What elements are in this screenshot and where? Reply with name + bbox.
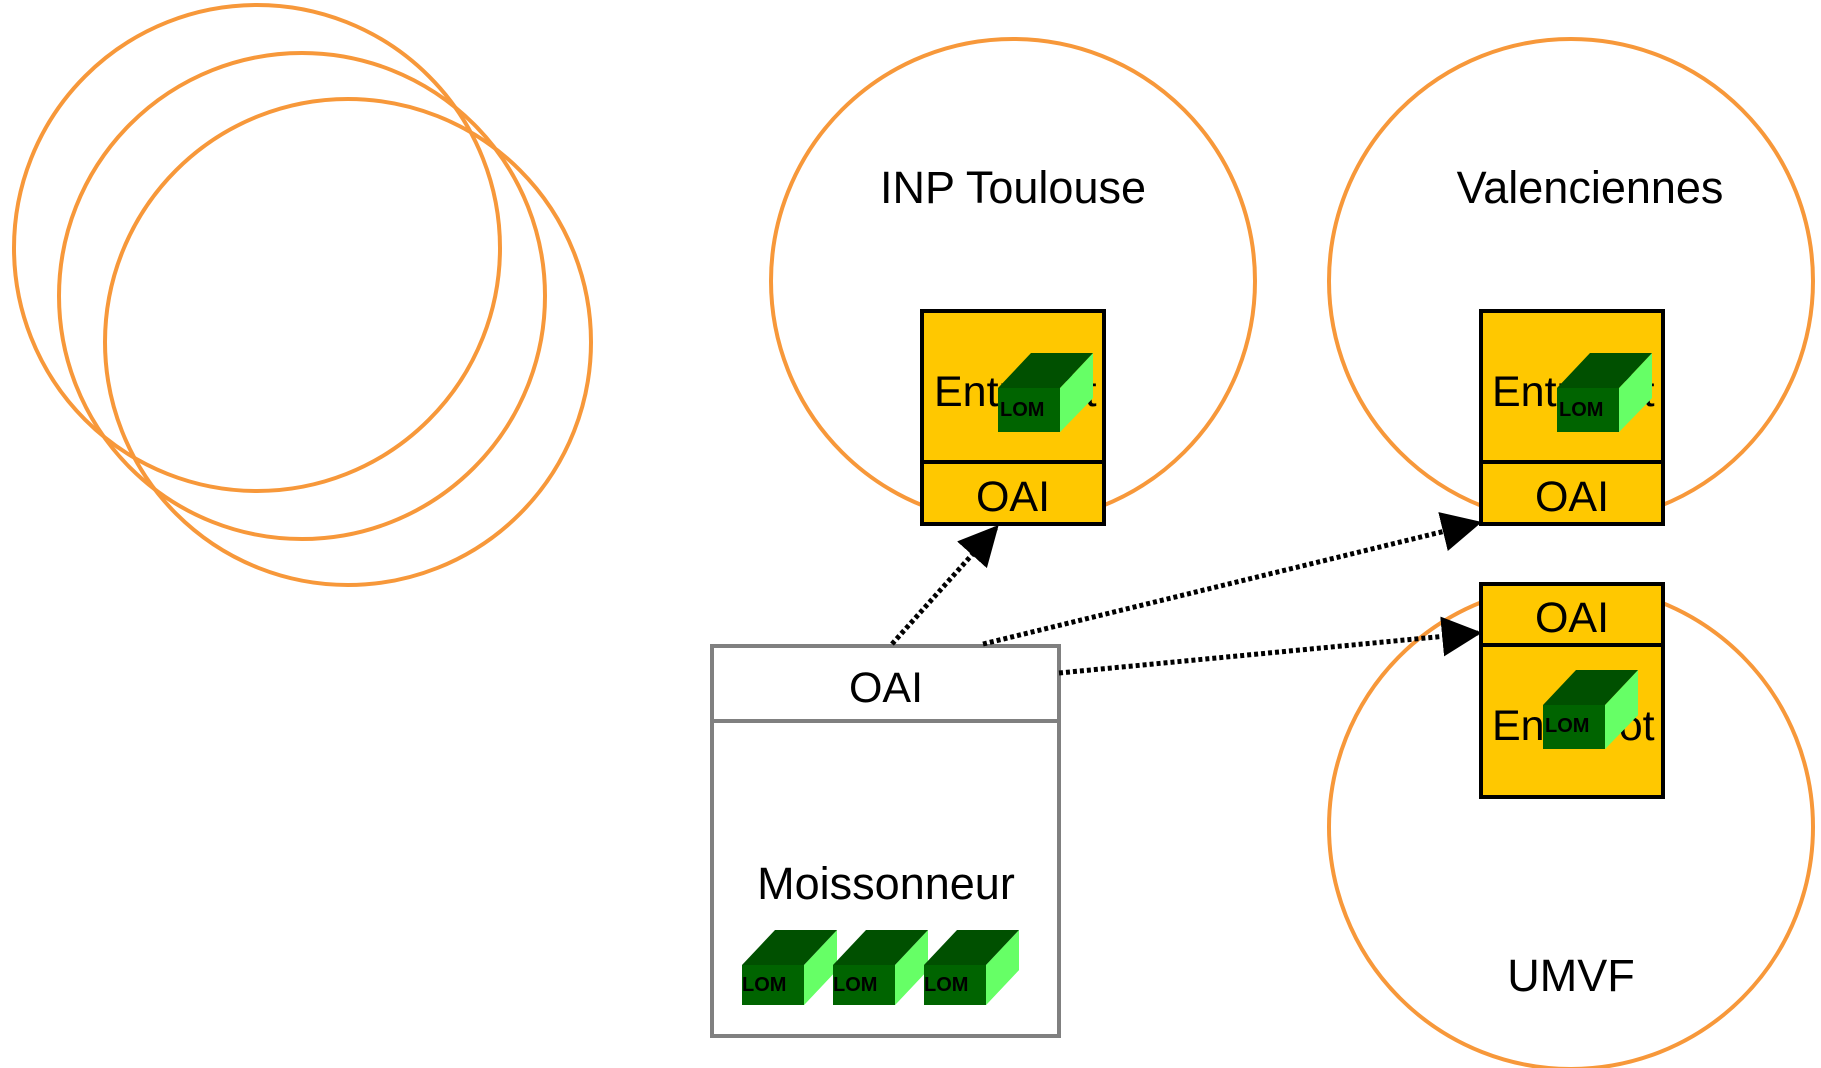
warehouse-inp-toulouse: Entrepôt OAI LOM (920, 309, 1106, 526)
lom-cube: LOM (1557, 353, 1652, 432)
lom-cube: LOM (1543, 670, 1638, 749)
harvester-title: Moissonneur (757, 858, 1015, 909)
harvester-oai-label: OAI (849, 664, 923, 712)
arrow-to-inp-toulouse (890, 525, 999, 646)
warehouse-umvf: OAI Entrepôt LOM (1479, 582, 1665, 799)
cube-label: LOM (1000, 399, 1044, 421)
site-name-inp-toulouse: INP Toulouse (880, 162, 1146, 213)
deco-circle-1 (12, 3, 502, 493)
arrow-to-umvf (1058, 616, 1482, 676)
deco-circle-2 (57, 51, 547, 541)
deco-circle-3 (103, 97, 593, 587)
harvester-box: OAI Moissonneur LOM LOM LOM (710, 644, 1061, 1038)
cube-label: LOM (924, 974, 968, 996)
cube-label: LOM (1559, 399, 1603, 421)
site-name-umvf: UMVF (1507, 950, 1635, 1001)
cube-label: LOM (833, 974, 877, 996)
cube-label: LOM (742, 974, 786, 996)
arrow-to-valenciennes (982, 512, 1482, 647)
harvester-lom-cube-2: LOM (833, 930, 928, 1005)
oai-label: OAI (1535, 594, 1609, 642)
harvest-arrows (890, 512, 1482, 676)
oai-label: OAI (1535, 473, 1609, 521)
harvester-lom-cube-1: LOM (742, 930, 837, 1005)
oai-label: OAI (976, 473, 1050, 521)
harvester-lom-cube-3: LOM (924, 930, 1019, 1005)
warehouse-valenciennes: Entrepôt OAI LOM (1479, 309, 1665, 526)
decorative-circles (12, 3, 593, 587)
site-name-valenciennes: Valenciennes (1457, 162, 1724, 213)
lom-cube: LOM (998, 353, 1093, 432)
cube-label: LOM (1545, 715, 1589, 737)
